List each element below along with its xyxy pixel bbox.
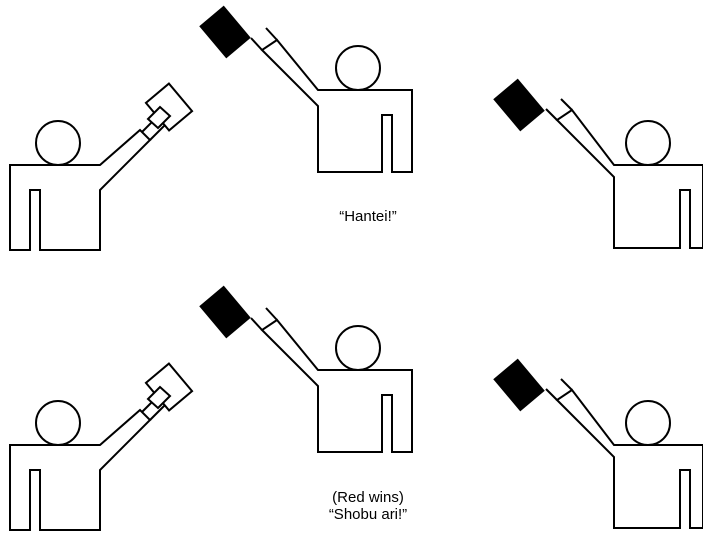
judge-right-red-flag-icon [493,79,703,250]
caption-shobu-ari: “Shobu ari!” [328,506,408,523]
judge-center-red-flag-icon [199,6,413,174]
judge-left-white-flag-icon [9,362,194,531]
caption-hantei: “Hantei!” [339,208,397,225]
judge-left-white-flag-icon [9,82,194,251]
caption-red-wins: (Red wins) [332,489,404,506]
judge-right-red-flag-icon [493,359,703,529]
judge-center-red-flag-icon [199,286,413,453]
